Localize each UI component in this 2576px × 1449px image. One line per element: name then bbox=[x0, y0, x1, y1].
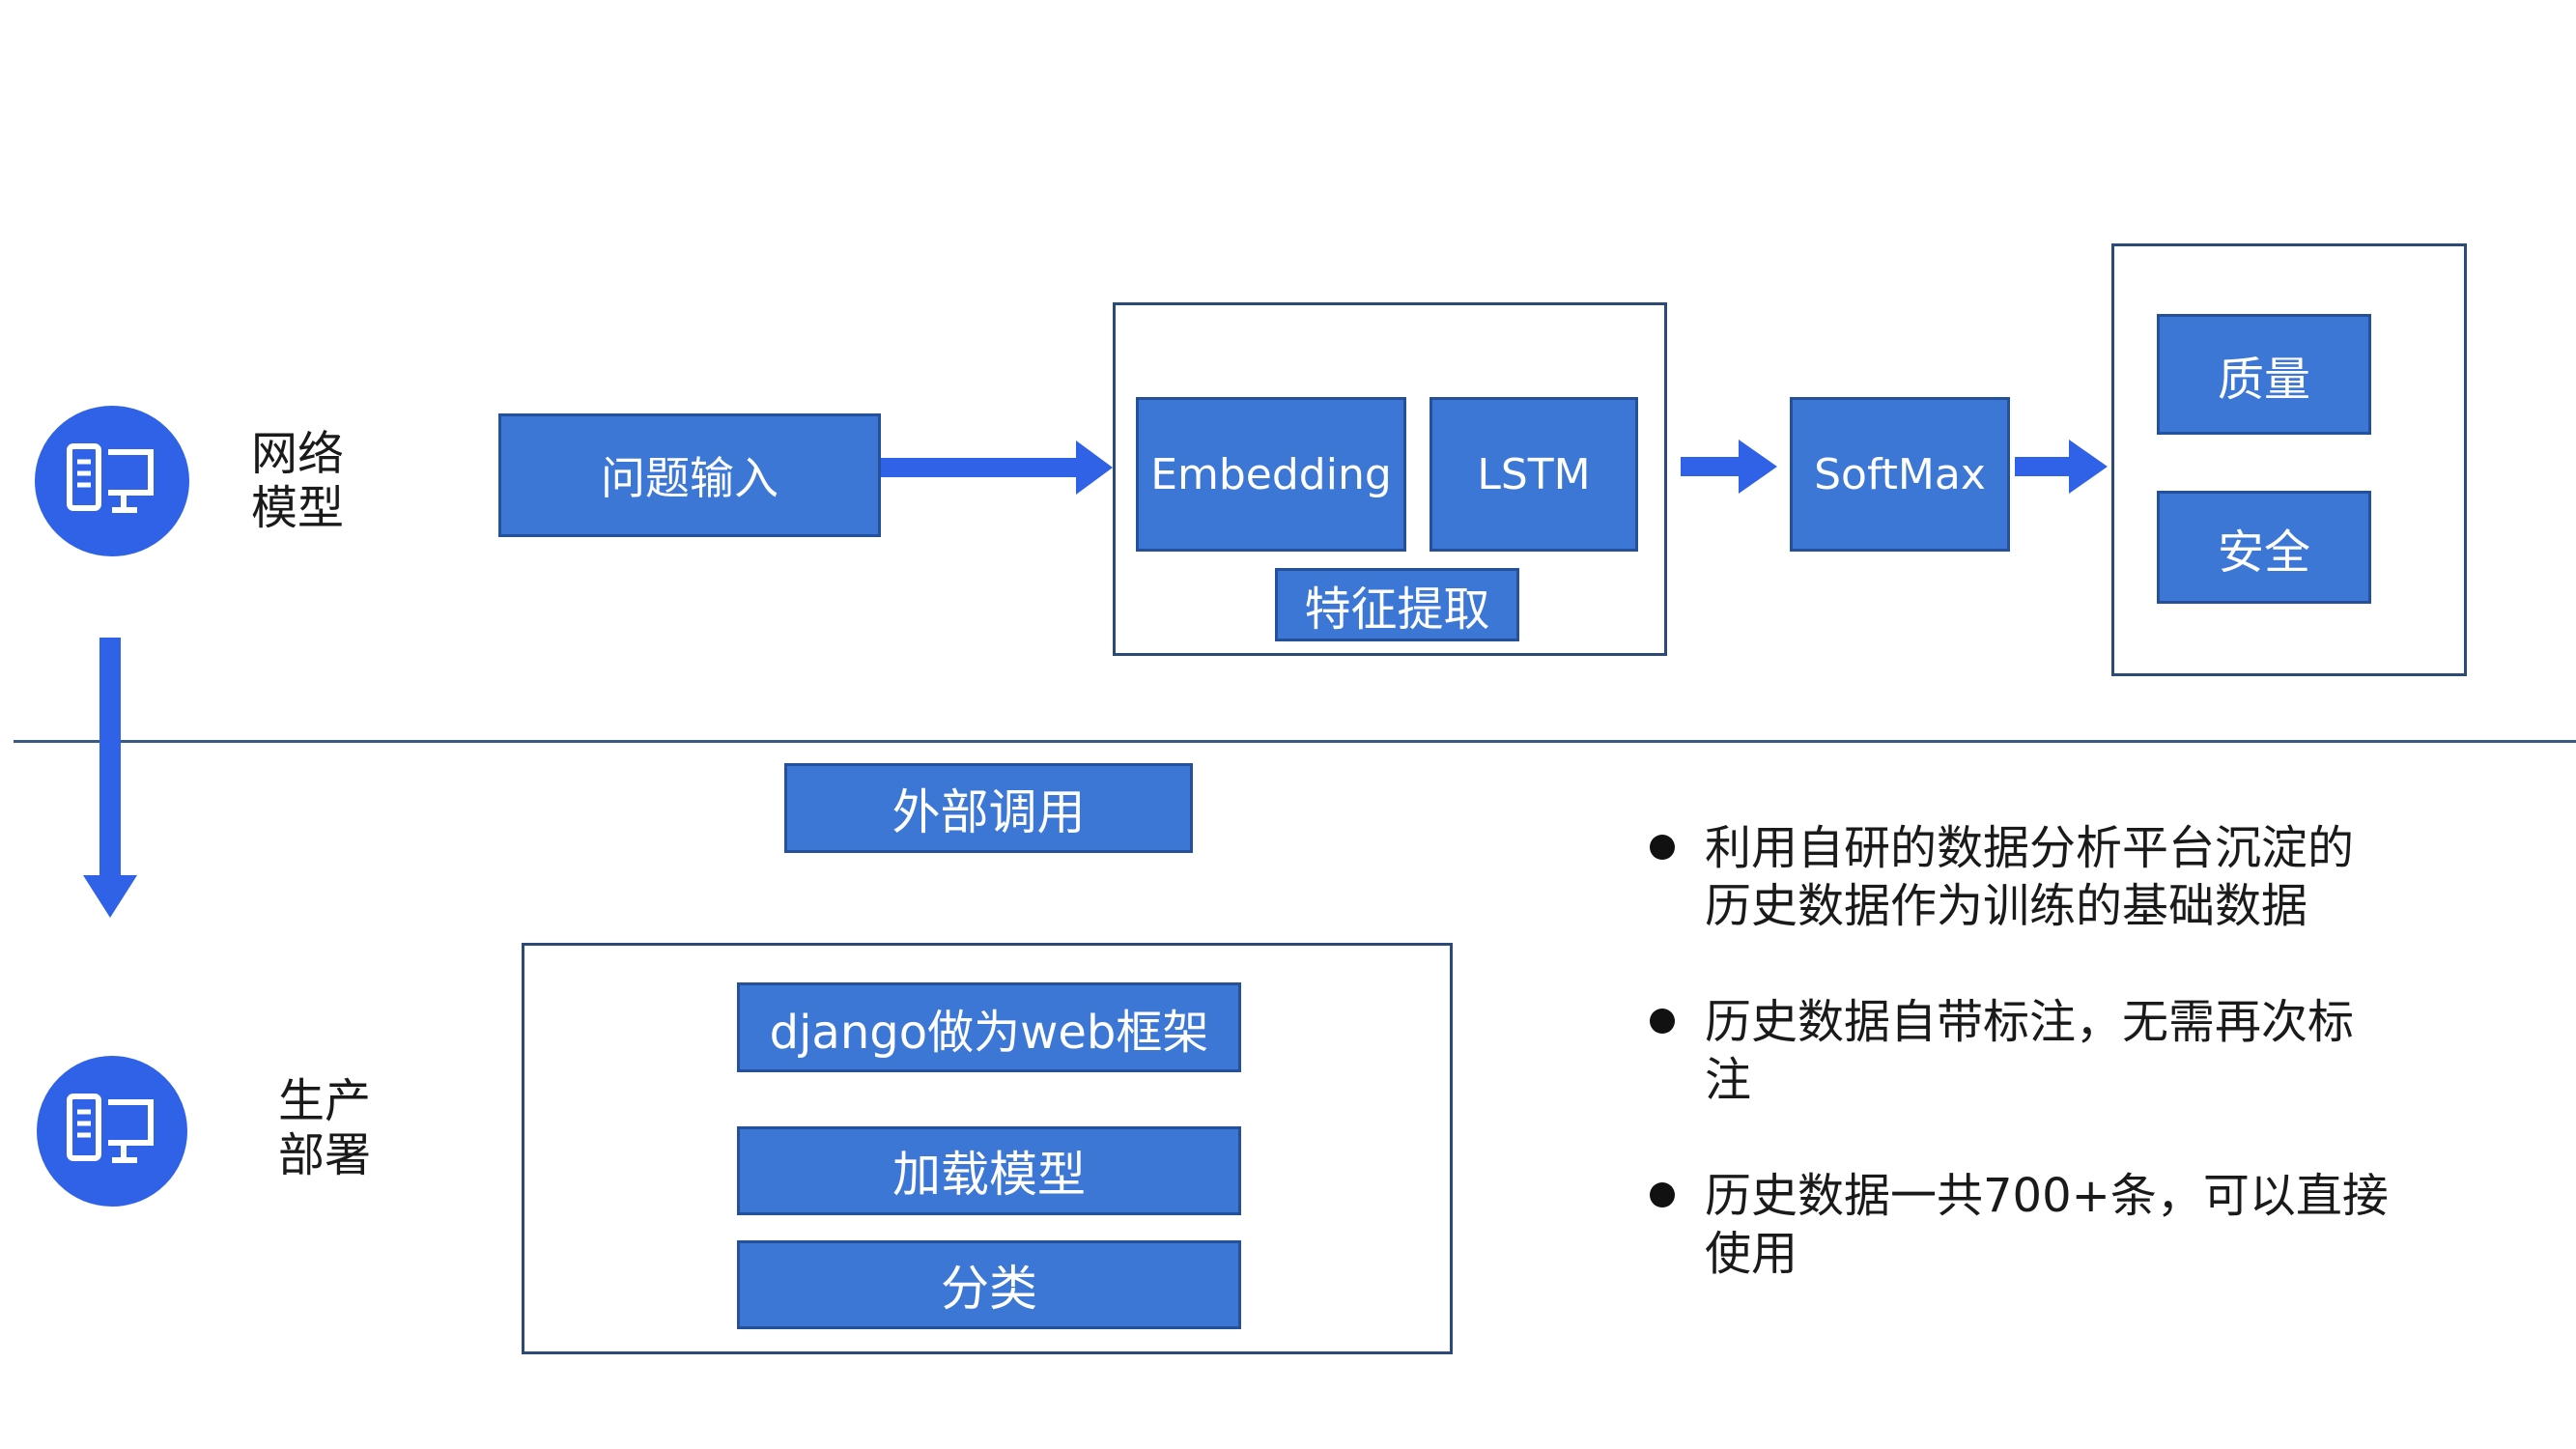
computer-server-icon bbox=[67, 443, 154, 513]
output-classes-frame bbox=[2111, 243, 2467, 676]
quality-box: 质量 bbox=[2157, 314, 2371, 435]
arrow-softmax-to-output bbox=[2015, 440, 2108, 494]
bullet-item-3: 历史数据一共700+条，可以直接 使用 bbox=[1705, 1167, 2389, 1283]
bullet-dot bbox=[1650, 1182, 1675, 1208]
lstm-box: LSTM bbox=[1430, 397, 1638, 552]
network-model-label: 网络 模型 bbox=[251, 427, 344, 535]
bullet-item-1: 利用自研的数据分析平台沉淀的 历史数据作为训练的基础数据 bbox=[1705, 819, 2354, 935]
bullet-2-line2: 注 bbox=[1705, 1053, 1752, 1107]
question-input-box: 问题输入 bbox=[498, 413, 881, 537]
bullet-3-line1: 历史数据一共700+条，可以直接 bbox=[1705, 1169, 2389, 1223]
deployment-frame bbox=[522, 943, 1453, 1354]
arrow-input-to-features bbox=[881, 440, 1113, 495]
feature-extraction-frame bbox=[1113, 302, 1667, 656]
computer-server-icon bbox=[67, 1094, 154, 1163]
bullet-1-line2: 历史数据作为训练的基础数据 bbox=[1705, 879, 2308, 933]
network-model-label-line1: 网络 bbox=[251, 427, 345, 481]
deployment-icon-circle bbox=[37, 1056, 187, 1207]
django-box: django做为web框架 bbox=[737, 982, 1241, 1072]
security-box: 安全 bbox=[2157, 491, 2371, 604]
arrow-features-to-softmax bbox=[1681, 440, 1777, 494]
bullet-3-line2: 使用 bbox=[1705, 1227, 1798, 1281]
deployment-label-line2: 部署 bbox=[278, 1128, 372, 1182]
network-model-label-line2: 模型 bbox=[251, 481, 345, 535]
deployment-label: 生产 部署 bbox=[278, 1074, 371, 1182]
bullet-1-line1: 利用自研的数据分析平台沉淀的 bbox=[1705, 821, 2355, 875]
bullet-dot bbox=[1650, 1009, 1675, 1034]
softmax-box: SoftMax bbox=[1790, 397, 2010, 552]
classify-box: 分类 bbox=[737, 1240, 1241, 1329]
deployment-label-line1: 生产 bbox=[278, 1074, 372, 1128]
feature-extraction-label-box: 特征提取 bbox=[1275, 568, 1519, 641]
bullet-2-line1: 历史数据自带标注，无需再次标 bbox=[1705, 995, 2355, 1049]
arrow-model-to-deployment bbox=[83, 638, 137, 918]
embedding-box: Embedding bbox=[1136, 397, 1406, 552]
load-model-box: 加载模型 bbox=[737, 1126, 1241, 1215]
bullet-dot bbox=[1650, 835, 1675, 860]
external-call-box: 外部调用 bbox=[784, 763, 1193, 853]
bullet-item-2: 历史数据自带标注，无需再次标 注 bbox=[1705, 993, 2354, 1109]
network-model-icon-circle bbox=[35, 406, 189, 556]
section-divider bbox=[14, 740, 2576, 743]
